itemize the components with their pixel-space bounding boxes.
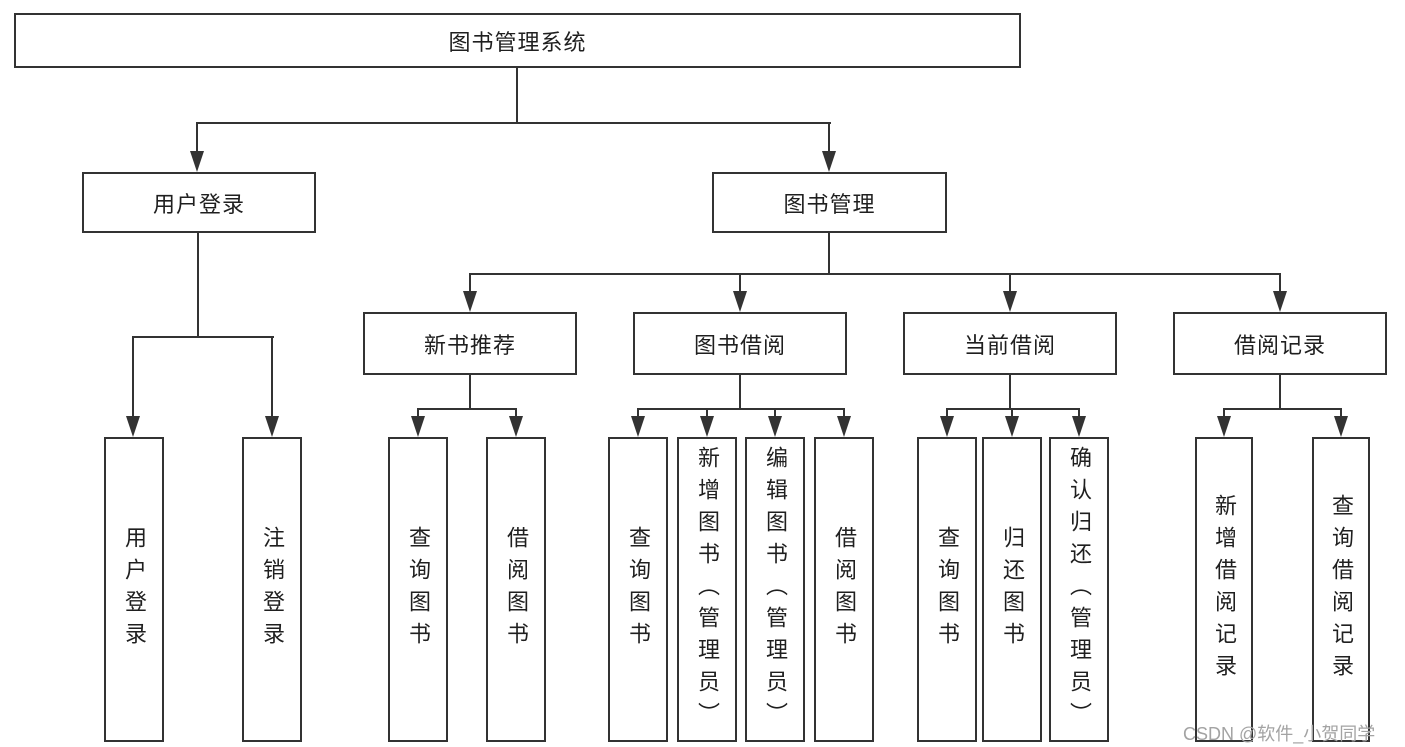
node-leaf-query-borrow-record: 查询借阅记录 — [1312, 437, 1370, 742]
arrow-down-icon — [463, 291, 477, 312]
node-leaf-query-book-2: 查询图书 — [608, 437, 668, 742]
connector-new-book-stem — [469, 375, 471, 408]
connector-leaf-drop — [637, 408, 639, 417]
leaf-label: 查询图书 — [406, 525, 431, 654]
connector-leaf-drop — [1340, 408, 1342, 417]
arrow-down-icon — [768, 416, 782, 437]
node-leaf-borrow-book-2: 借阅图书 — [814, 437, 874, 742]
node-leaf-logout: 注销登录 — [242, 437, 302, 742]
connector-to-new-book — [469, 273, 471, 293]
connector-root-stem — [516, 68, 518, 122]
connector-leaf-drop — [417, 408, 419, 417]
connector-borrow-record-bus — [1223, 408, 1342, 410]
connector-to-logout-leaf — [271, 336, 273, 417]
connector-user-login-stem — [197, 233, 199, 336]
arrow-down-icon — [837, 416, 851, 437]
connector-to-borrow-record — [1279, 273, 1281, 293]
connector-leaf-drop — [774, 408, 776, 417]
connector-to-book-borrow — [739, 273, 741, 293]
connector-book-borrow-bus — [637, 408, 845, 410]
connector-leaf-drop — [946, 408, 948, 417]
arrow-down-icon — [1003, 291, 1017, 312]
leaf-label: 注销登录 — [260, 525, 285, 654]
leaf-label: 用户登录 — [122, 525, 147, 654]
connector-leaf-drop — [1011, 408, 1013, 417]
arrow-down-icon — [509, 416, 523, 437]
arrow-down-icon — [1217, 416, 1231, 437]
connector-to-current-borrow — [1009, 273, 1011, 293]
leaf-label: 查询图书 — [935, 525, 960, 654]
arrow-down-icon — [1072, 416, 1086, 437]
connector-root-bus — [196, 122, 831, 124]
arrow-down-icon — [1273, 291, 1287, 312]
arrow-down-icon — [411, 416, 425, 437]
arrow-down-icon — [265, 416, 279, 437]
connector-book-borrow-stem — [739, 375, 741, 408]
arrow-down-icon — [190, 151, 204, 172]
arrow-down-icon — [700, 416, 714, 437]
node-leaf-query-book-1: 查询图书 — [388, 437, 448, 742]
leaf-label: 查询借阅记录 — [1329, 493, 1354, 686]
connector-current-borrow-stem — [1009, 375, 1011, 408]
leaf-label: 查询图书 — [626, 525, 651, 654]
arrow-down-icon — [1334, 416, 1348, 437]
node-current-borrow: 当前借阅 — [903, 312, 1117, 375]
leaf-label: 新增借阅记录 — [1212, 493, 1237, 686]
node-new-book-recommend: 新书推荐 — [363, 312, 577, 375]
connector-leaf-drop — [1223, 408, 1225, 417]
connector-to-login-leaf — [132, 336, 134, 417]
node-library-management-system: 图书管理系统 — [14, 13, 1021, 68]
node-leaf-confirm-return-admin: 确认归还（管理员） — [1049, 437, 1109, 742]
arrow-down-icon — [126, 416, 140, 437]
node-leaf-edit-book-admin: 编辑图书（管理员） — [745, 437, 805, 742]
connector-root-to-book-management — [828, 122, 830, 153]
connector-borrow-record-stem — [1279, 375, 1281, 408]
node-borrow-record: 借阅记录 — [1173, 312, 1387, 375]
leaf-label: 确认归还（管理员） — [1067, 445, 1092, 734]
node-leaf-borrow-book-1: 借阅图书 — [486, 437, 546, 742]
leaf-label: 借阅图书 — [832, 525, 857, 654]
arrow-down-icon — [1005, 416, 1019, 437]
connector-leaf-drop — [1078, 408, 1080, 417]
node-leaf-add-borrow-record: 新增借阅记录 — [1195, 437, 1253, 742]
leaf-label: 编辑图书（管理员） — [763, 445, 788, 734]
leaf-label: 借阅图书 — [504, 525, 529, 654]
node-book-borrow: 图书借阅 — [633, 312, 847, 375]
csdn-watermark: CSDN @软件_小贺同学 — [1183, 724, 1376, 744]
arrow-down-icon — [733, 291, 747, 312]
connector-root-to-user-login — [196, 122, 198, 153]
connector-leaf-drop — [706, 408, 708, 417]
arrow-down-icon — [822, 151, 836, 172]
connector-new-book-bus — [417, 408, 517, 410]
arrow-down-icon — [631, 416, 645, 437]
node-leaf-query-book-3: 查询图书 — [917, 437, 977, 742]
connector-book-management-stem — [828, 233, 830, 273]
connector-current-borrow-bus — [946, 408, 1080, 410]
node-user-login: 用户登录 — [82, 172, 316, 233]
leaf-label: 新增图书（管理员） — [695, 445, 720, 734]
connector-user-login-bus — [132, 336, 274, 338]
connector-leaf-drop — [843, 408, 845, 417]
leaf-label: 归还图书 — [1000, 525, 1025, 654]
connector-book-management-bus — [469, 273, 1281, 275]
node-book-management: 图书管理 — [712, 172, 947, 233]
node-leaf-user-login: 用户登录 — [104, 437, 164, 742]
node-leaf-add-book-admin: 新增图书（管理员） — [677, 437, 737, 742]
node-leaf-return-book: 归还图书 — [982, 437, 1042, 742]
arrow-down-icon — [940, 416, 954, 437]
connector-leaf-drop — [515, 408, 517, 417]
